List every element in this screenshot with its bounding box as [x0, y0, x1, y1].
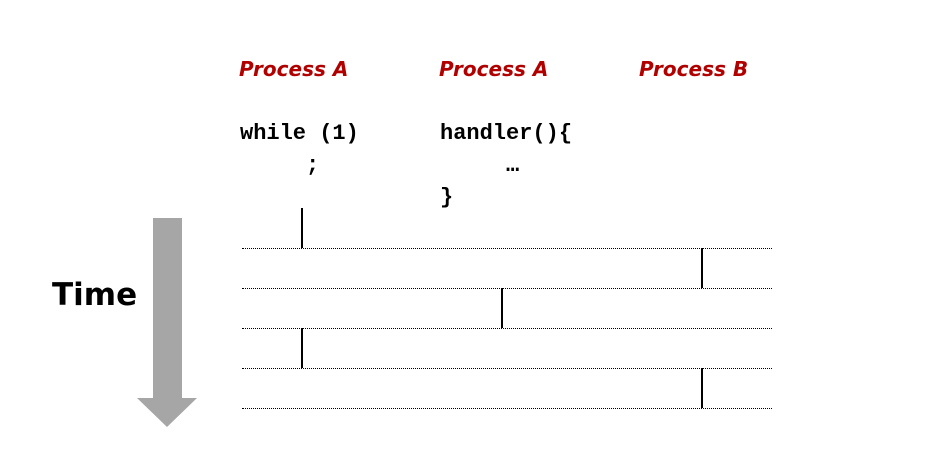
- timeline-divider: [242, 288, 772, 289]
- time-arrow-head: [137, 398, 197, 427]
- process-a-handler-label: Process A: [439, 57, 549, 81]
- process-a-main-label: Process A: [239, 57, 349, 81]
- execution-segment: [701, 248, 703, 288]
- execution-segment: [301, 208, 303, 248]
- execution-segment: [501, 288, 503, 328]
- timeline-divider: [242, 328, 772, 329]
- timeline-divider: [242, 248, 772, 249]
- process-a-main-code: while (1) ;: [240, 121, 359, 178]
- execution-segment: [701, 368, 703, 408]
- timeline-divider: [242, 368, 772, 369]
- execution-segment: [301, 328, 303, 368]
- process-a-handler-code: handler(){ … }: [440, 121, 573, 210]
- time-label: Time: [52, 277, 138, 313]
- timeline-divider: [242, 408, 772, 409]
- process-b-label: Process B: [639, 57, 749, 81]
- time-arrow-shaft: [153, 218, 182, 398]
